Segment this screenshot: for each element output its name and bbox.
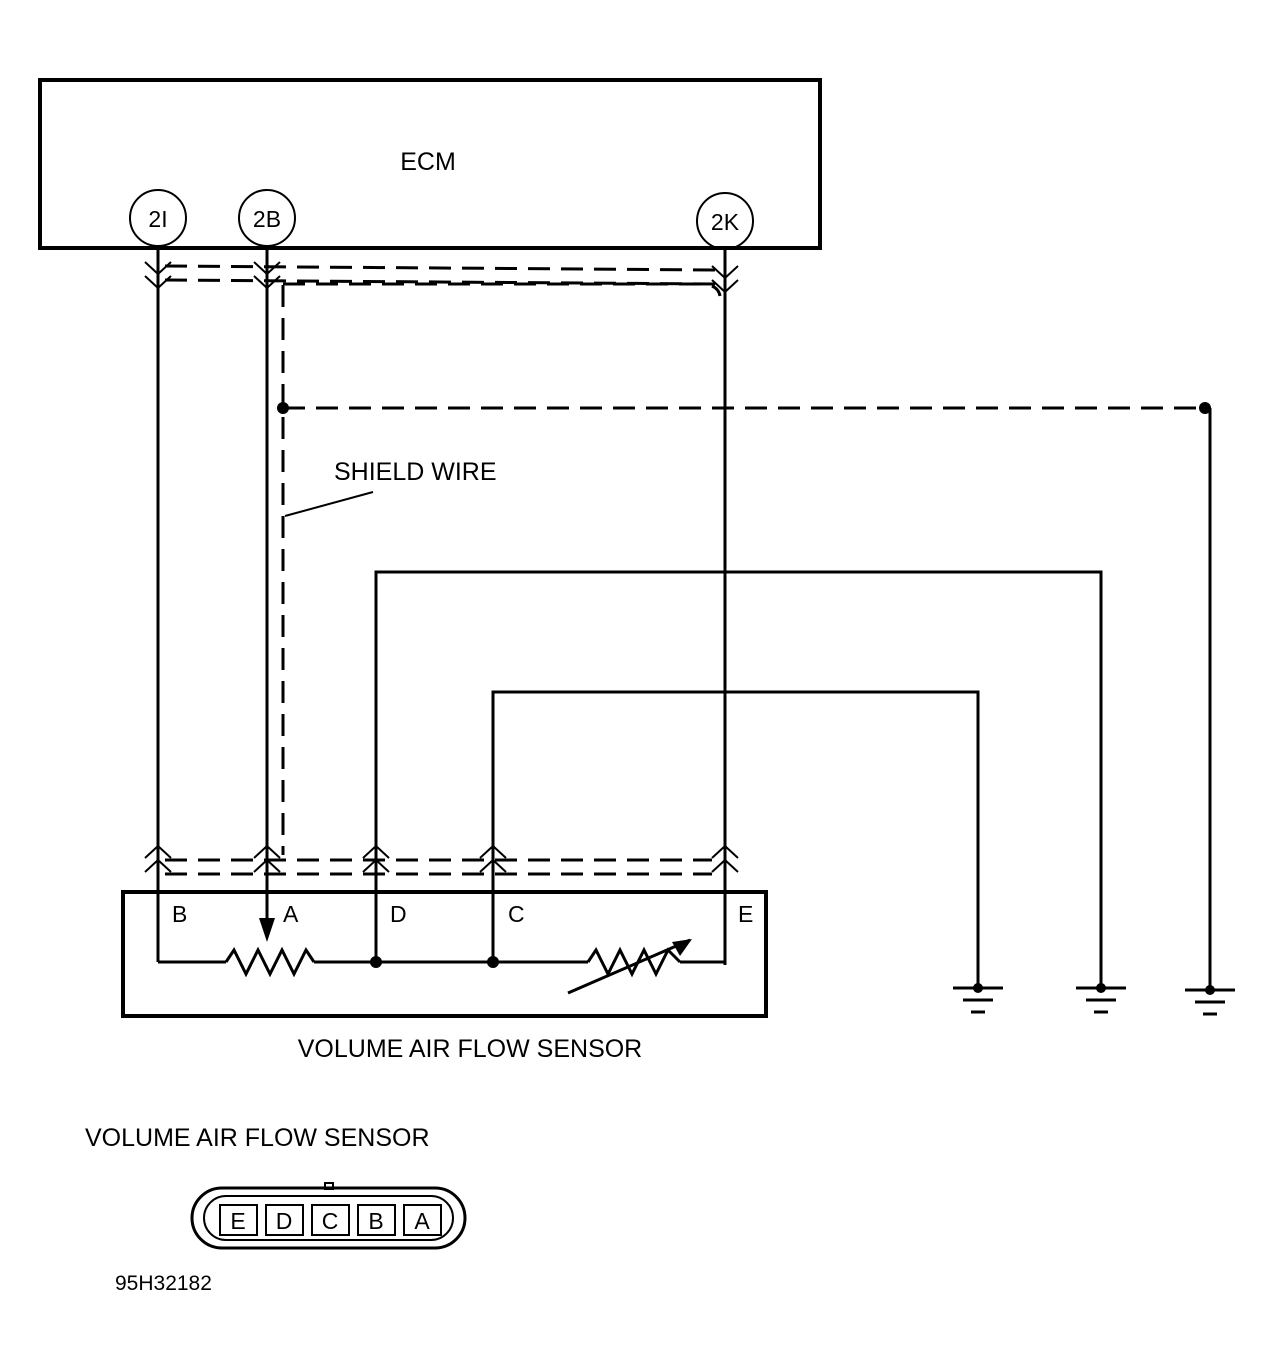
ground-icon: [1185, 988, 1235, 1016]
ground-icon: [1076, 986, 1126, 1014]
shield-top: [164, 264, 719, 286]
pin-d-label: D: [390, 901, 407, 927]
shield-wire-leader: [284, 491, 374, 517]
figure-id: 95H32182: [115, 1272, 212, 1295]
potentiometer-icon: [224, 946, 316, 978]
pin-b-label: B: [172, 901, 187, 927]
shield-junction: [277, 402, 289, 414]
wire-c-ground: [491, 690, 980, 988]
cavity-a: A: [414, 1208, 430, 1234]
ground-icon: [953, 986, 1003, 1014]
pin-a-label: A: [283, 901, 299, 927]
junction-d: [370, 956, 382, 968]
wiper-arrow-icon: [259, 918, 275, 942]
cavity-d: D: [276, 1208, 293, 1234]
ecm-label: ECM: [400, 148, 456, 176]
signal-wires: [156, 248, 1103, 988]
terminal-2k-label: 2K: [711, 209, 740, 235]
terminal-2i: [129, 189, 187, 247]
terminal-2b-label: 2B: [253, 206, 281, 232]
junction-c: [487, 956, 499, 968]
ecm-module: ECM 2I 2B 2K: [38, 78, 822, 250]
sensor-box: [121, 890, 768, 1018]
ground-symbols: [953, 983, 1235, 1016]
ecm-box: [38, 78, 822, 250]
cavity-e: E: [230, 1208, 245, 1234]
thermistor-icon: [586, 946, 682, 978]
terminal-2i-label: 2I: [148, 206, 167, 232]
thermistor-variable-arrow: [567, 938, 691, 995]
connector-title: VOLUME AIR FLOW SENSOR: [85, 1124, 430, 1152]
shield-wire: SHIELD WIRE: [277, 282, 1212, 988]
pin-c-label: C: [508, 901, 525, 927]
shield-wire-label: SHIELD WIRE: [334, 458, 497, 486]
terminal-2b: [238, 189, 296, 247]
connector-latch: [324, 1182, 334, 1190]
shield-bottom: [165, 858, 712, 876]
connector-face: VOLUME AIR FLOW SENSOR E D C B A: [85, 1124, 467, 1250]
drain-junction: [1199, 402, 1211, 414]
cavity-c: C: [322, 1208, 339, 1234]
sensor-label: VOLUME AIR FLOW SENSOR: [298, 1035, 643, 1063]
cavity-b: B: [368, 1208, 383, 1234]
pin-e-label: E: [738, 901, 753, 927]
sensor-module: B A D C E VOLUME AIR FLOW SENSOR: [121, 880, 768, 1063]
wire-d-ground: [374, 570, 1103, 988]
